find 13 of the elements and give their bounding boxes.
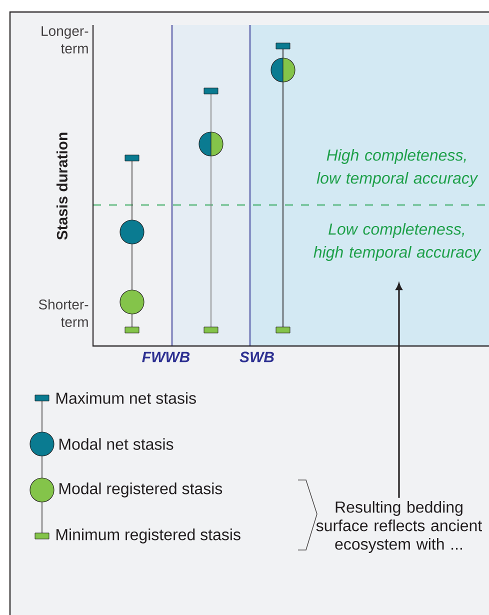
- boundary-label: SWB: [240, 352, 274, 362]
- axis-label: Shorter-term: [38, 299, 88, 327]
- axis-label: Longer-term: [42, 26, 88, 54]
- region-label: Low completeness, high temporal accuracy: [314, 223, 482, 261]
- legend-text: Modal registered stasis: [60, 482, 222, 498]
- legend-text: Modal net stasis: [60, 438, 174, 450]
- legend-text: Minimum registered stasis: [56, 528, 240, 544]
- axis-title: Stasis duration: [56, 132, 68, 240]
- legend-text: Maximum net stasis: [56, 392, 196, 404]
- boundary-label: FWWB: [142, 352, 190, 362]
- arrow: [396, 283, 402, 498]
- result-text: Resulting bedding surface reflects ancient ecosystem with ...: [316, 501, 482, 553]
- region-label: High completeness, low temporal accuracy: [316, 149, 478, 187]
